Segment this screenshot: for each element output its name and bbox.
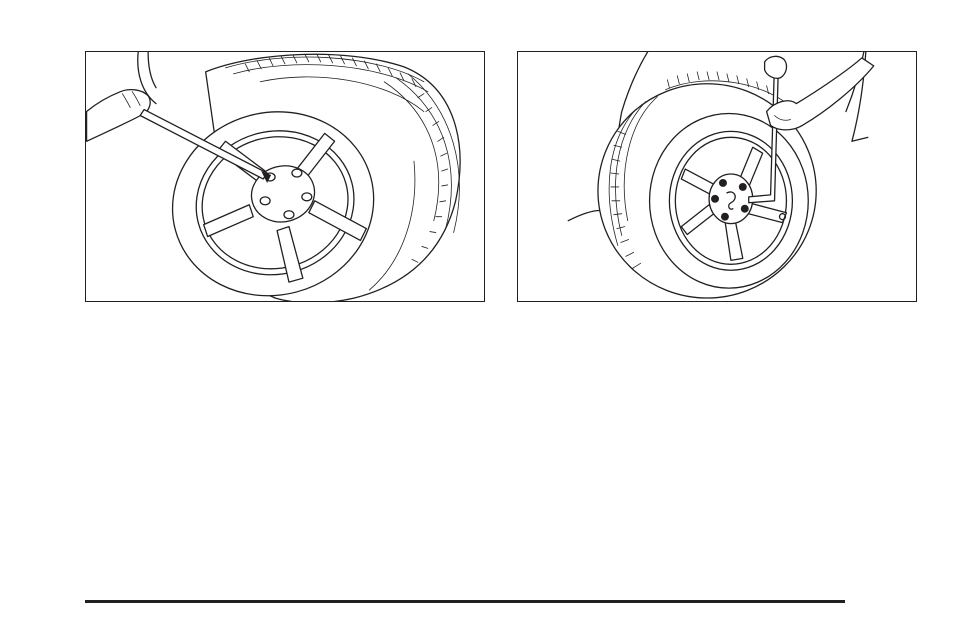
lug-nut-loosening-illustration bbox=[517, 51, 917, 302]
wheel-cap-removal-drawing bbox=[86, 52, 484, 301]
page-bottom-rule bbox=[85, 600, 845, 603]
fender-inner-edge bbox=[148, 52, 156, 88]
wheel-cap-removal-illustration bbox=[85, 51, 485, 302]
lug-nut-loosening-drawing bbox=[518, 52, 916, 301]
